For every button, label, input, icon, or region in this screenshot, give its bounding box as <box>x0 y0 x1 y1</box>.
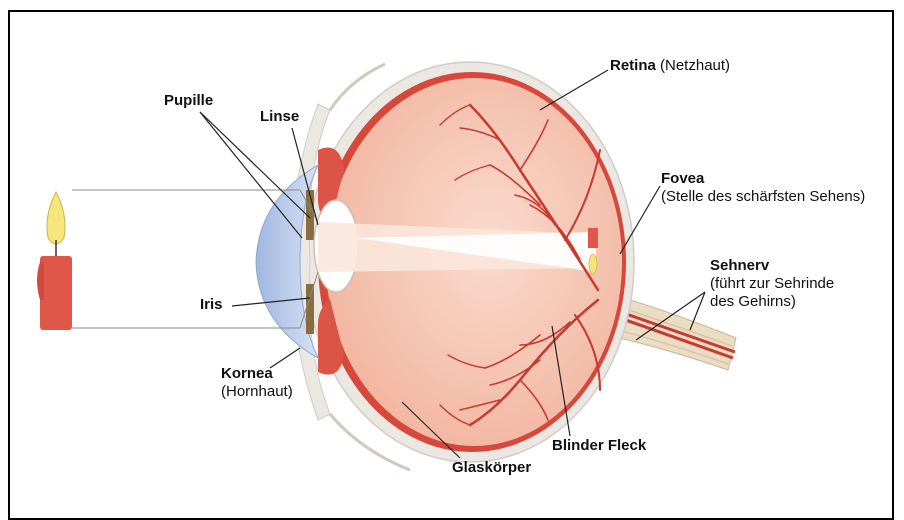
label-linse-name: Linse <box>260 108 299 125</box>
label-sehnerv: Sehnerv (führt zur Sehrinde des Gehirns) <box>710 257 834 311</box>
label-kornea-note: (Hornhaut) <box>221 383 293 401</box>
candle-flame <box>47 192 65 244</box>
label-pupille-name: Pupille <box>164 92 213 109</box>
label-kornea-name: Kornea <box>221 365 273 382</box>
label-linse: Linse <box>260 108 299 126</box>
label-pupille: Pupille <box>164 92 213 110</box>
candle-drip <box>37 262 44 300</box>
retinal-image-flame <box>589 254 597 274</box>
label-fovea-name: Fovea <box>661 170 704 187</box>
label-sehnerv-note-1: (führt zur Sehrinde <box>710 275 834 293</box>
label-sehnerv-note-2: des Gehirns) <box>710 293 834 311</box>
label-kornea: Kornea (Hornhaut) <box>221 365 293 401</box>
retinal-image-candle <box>588 228 598 248</box>
iris-lower <box>306 284 314 334</box>
label-blinder-fleck-name: Blinder Fleck <box>552 437 646 454</box>
leader-pupille-2 <box>200 112 302 238</box>
label-sehnerv-name: Sehnerv <box>710 257 769 274</box>
label-fovea-note: (Stelle des schärfsten Sehens) <box>661 188 865 206</box>
leader-pupille <box>200 112 310 218</box>
label-iris: Iris <box>200 296 223 314</box>
label-fovea: Fovea (Stelle des schärfsten Sehens) <box>661 170 865 206</box>
candle-body <box>40 256 72 330</box>
label-glaskoerper: Glaskörper <box>452 459 531 477</box>
label-retina-note: (Netzhaut) <box>660 57 730 74</box>
label-glaskoerper-name: Glaskörper <box>452 459 531 476</box>
label-blinder-fleck: Blinder Fleck <box>552 437 646 455</box>
label-retina: Retina (Netzhaut) <box>610 57 730 75</box>
label-retina-name: Retina <box>610 57 656 74</box>
label-iris-name: Iris <box>200 296 223 313</box>
